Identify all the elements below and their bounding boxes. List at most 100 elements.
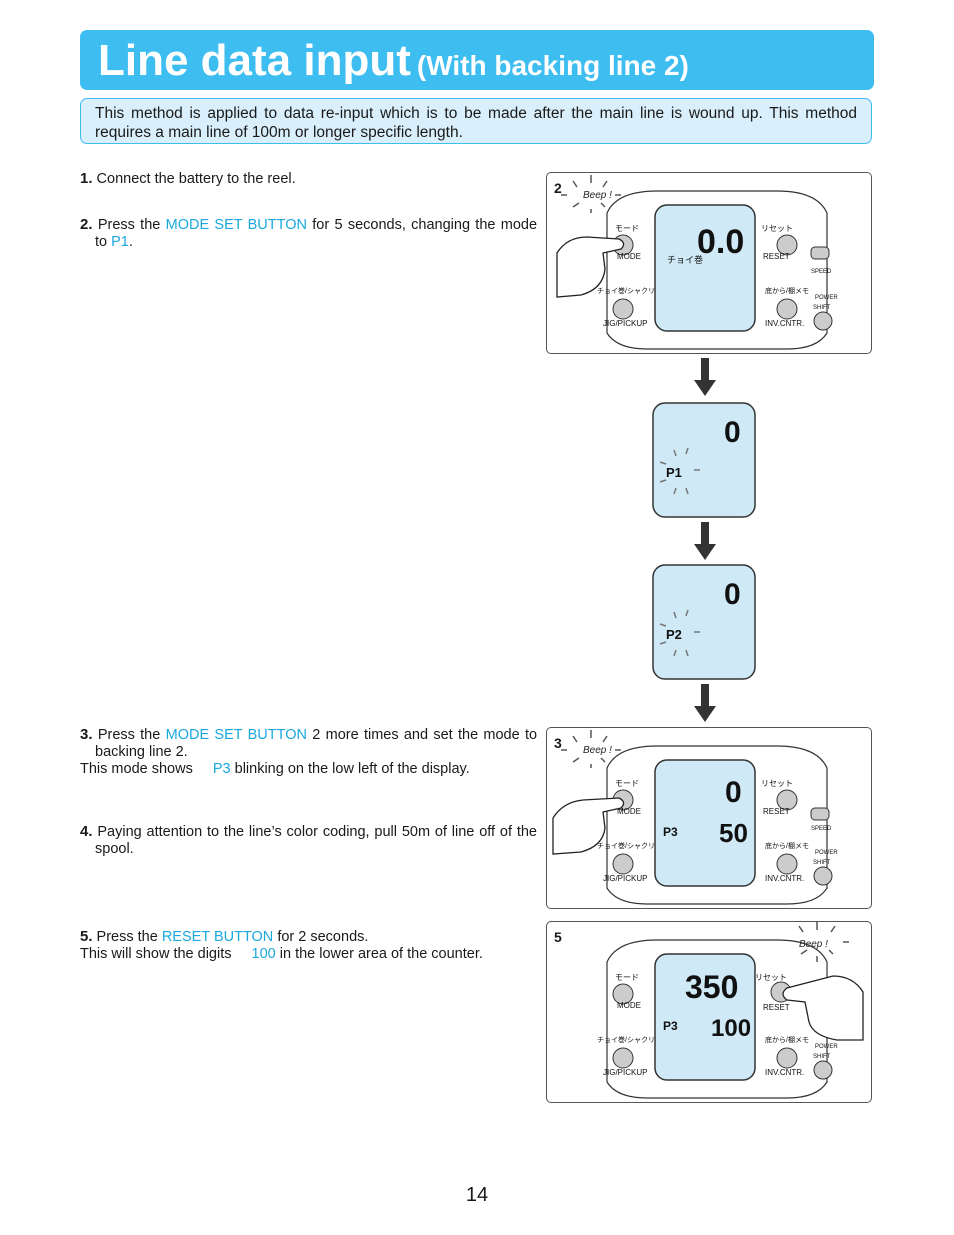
label-inv-jp: 底から/棚メモ	[765, 1035, 809, 1044]
lcd-mode: P1	[666, 465, 682, 480]
step-number: 2.	[80, 216, 93, 233]
reset-button	[776, 789, 798, 811]
blink-burst-icon	[561, 730, 621, 768]
label-power: POWER	[815, 1044, 838, 1050]
shift-button	[813, 1060, 833, 1080]
step-2: 2. Press the MODE SET BUTTON for 5 secon…	[80, 216, 537, 251]
speed-button	[810, 246, 830, 260]
label-reset: RESET	[763, 807, 790, 816]
label-inv: INV.CNTR.	[765, 1068, 804, 1077]
page-title: Line data input(With backing line 2)	[98, 36, 689, 86]
blink-burst-icon	[659, 447, 700, 495]
label-power: POWER	[815, 850, 838, 856]
panel-number: 3	[554, 735, 562, 751]
label-speed: SPEED	[811, 269, 832, 275]
reset-button-ref: RESET BUTTON	[161, 929, 274, 945]
step-text: blinking on the low left of the display.	[234, 761, 470, 777]
step-text: 2 more times and set the mode to backing…	[95, 727, 538, 760]
beep-text: Beep !	[583, 190, 612, 201]
panel-number: 5	[554, 929, 562, 945]
intro-box: This method is applied to data re-input …	[80, 98, 872, 144]
blink-burst-icon	[561, 175, 621, 213]
label-inv: INV.CNTR.	[765, 319, 804, 328]
step-number: 4.	[80, 823, 93, 840]
label-inv-jp: 底から/棚メモ	[765, 286, 809, 295]
lcd-display-p2: 0 P2	[652, 564, 756, 680]
speed-button	[810, 807, 830, 821]
label-power: POWER	[815, 295, 838, 301]
step-text: This mode shows	[80, 761, 193, 777]
label-reset-jp: リセット	[755, 973, 787, 982]
lcd-mode: P3	[663, 825, 678, 839]
step-text: in the lower area of the counter.	[279, 946, 483, 962]
step-5: 5. Press the RESET BUTTON for 2 seconds.…	[80, 928, 537, 963]
label-mode-jp: モード	[615, 779, 639, 788]
step-4: 4. Paying attention to the line’s color …	[80, 823, 537, 858]
step-text: Connect the battery to the reel.	[96, 171, 296, 187]
step-text: .	[128, 234, 133, 250]
blink-burst-icon	[798, 922, 849, 962]
step-text: This will show the digits	[80, 946, 232, 962]
label-jig-jp: チョイ巻/シャクリ	[597, 1035, 655, 1044]
step-text: Press the	[97, 217, 161, 233]
down-arrow-icon	[694, 684, 716, 722]
label-reset-jp: リセット	[761, 779, 793, 788]
label-reset-jp: リセット	[761, 224, 793, 233]
title-bar: Line data input(With backing line 2)	[80, 30, 874, 90]
label-speed: SPEED	[811, 826, 832, 832]
mode-button	[612, 983, 634, 1005]
label-mode: MODE	[617, 807, 641, 816]
step-text: for 5 seconds, changing the mode to	[95, 217, 538, 250]
inv-button	[776, 1047, 798, 1069]
reel-panel-step-2: 0.0 チョイ巻 モード MODE チョイ巻/シャクリ JIG/PICKUP リ…	[546, 172, 872, 354]
label-inv-jp: 底から/棚メモ	[765, 841, 809, 850]
lcd-bottom-digits: 50	[719, 818, 748, 848]
mode-set-button-ref: MODE SET BUTTON	[165, 727, 307, 743]
label-jig-jp: チョイ巻/シャクリ	[597, 841, 655, 850]
label-jig-jp: チョイ巻/シャクリ	[597, 286, 655, 295]
lcd-display	[654, 204, 756, 332]
label-shift: SHIFT	[813, 1054, 831, 1060]
label-mode: MODE	[617, 252, 641, 261]
lcd-bottom-digits: 100	[711, 1015, 751, 1042]
lcd-top-digits: 0	[724, 578, 741, 611]
step-number: 1.	[80, 170, 93, 187]
lcd-top-digits: 350	[685, 969, 738, 1005]
beep-text: Beep !	[583, 745, 612, 756]
label-reset: RESET	[763, 1003, 790, 1012]
label-inv: INV.CNTR.	[765, 874, 804, 883]
jig-button	[612, 853, 634, 875]
title-subtitle: (With backing line 2)	[416, 50, 689, 81]
jig-button	[612, 1047, 634, 1069]
hand-pointer-icon	[556, 236, 625, 298]
step-3: 3. Press the MODE SET BUTTON 2 more time…	[80, 726, 537, 778]
reset-button	[776, 234, 798, 256]
hand-pointer-icon	[552, 797, 625, 855]
step-1: 1. Connect the battery to the reel.	[80, 170, 537, 188]
step-number: 3.	[80, 726, 93, 743]
reel-illustration: 0 50 P3 モード MODE チョイ巻/シャクリ JIG/PICKUP リセ…	[552, 730, 838, 905]
step-text: for 2 seconds.	[277, 929, 369, 945]
reel-illustration: 0.0 チョイ巻 モード MODE チョイ巻/シャクリ JIG/PICKUP リ…	[556, 175, 838, 350]
step-text: Press the	[96, 929, 158, 945]
reel-panel-step-3: 0 50 P3 モード MODE チョイ巻/シャクリ JIG/PICKUP リセ…	[546, 727, 872, 909]
step-text: Press the	[97, 727, 161, 743]
mode-ref: P3	[212, 761, 231, 777]
shift-button	[813, 866, 833, 886]
lcd-top-digits: 0.0	[697, 223, 744, 261]
reel-panel-step-5: 350 100 P3 モード MODE チョイ巻/シャクリ JIG/PICKUP…	[546, 921, 872, 1103]
digits-ref: 100	[251, 946, 276, 962]
lcd-mode: P2	[666, 627, 682, 642]
label-reset: RESET	[763, 252, 790, 261]
inv-button	[776, 853, 798, 875]
lcd-display-p1: 0 P1	[652, 402, 756, 518]
lcd-top-digits: 0	[724, 416, 741, 449]
mode-set-button-ref: MODE SET BUTTON	[165, 217, 307, 233]
label-jig: JIG/PICKUP	[603, 319, 647, 328]
lcd-mode: P3	[663, 1019, 678, 1033]
label-shift: SHIFT	[813, 860, 831, 866]
beep-text: Beep !	[799, 939, 828, 950]
label-mode: MODE	[617, 1001, 641, 1010]
reel-illustration: 350 100 P3 モード MODE チョイ巻/シャクリ JIG/PICKUP…	[597, 922, 864, 1099]
step-text: Paying attention to the line’s color cod…	[95, 824, 537, 857]
